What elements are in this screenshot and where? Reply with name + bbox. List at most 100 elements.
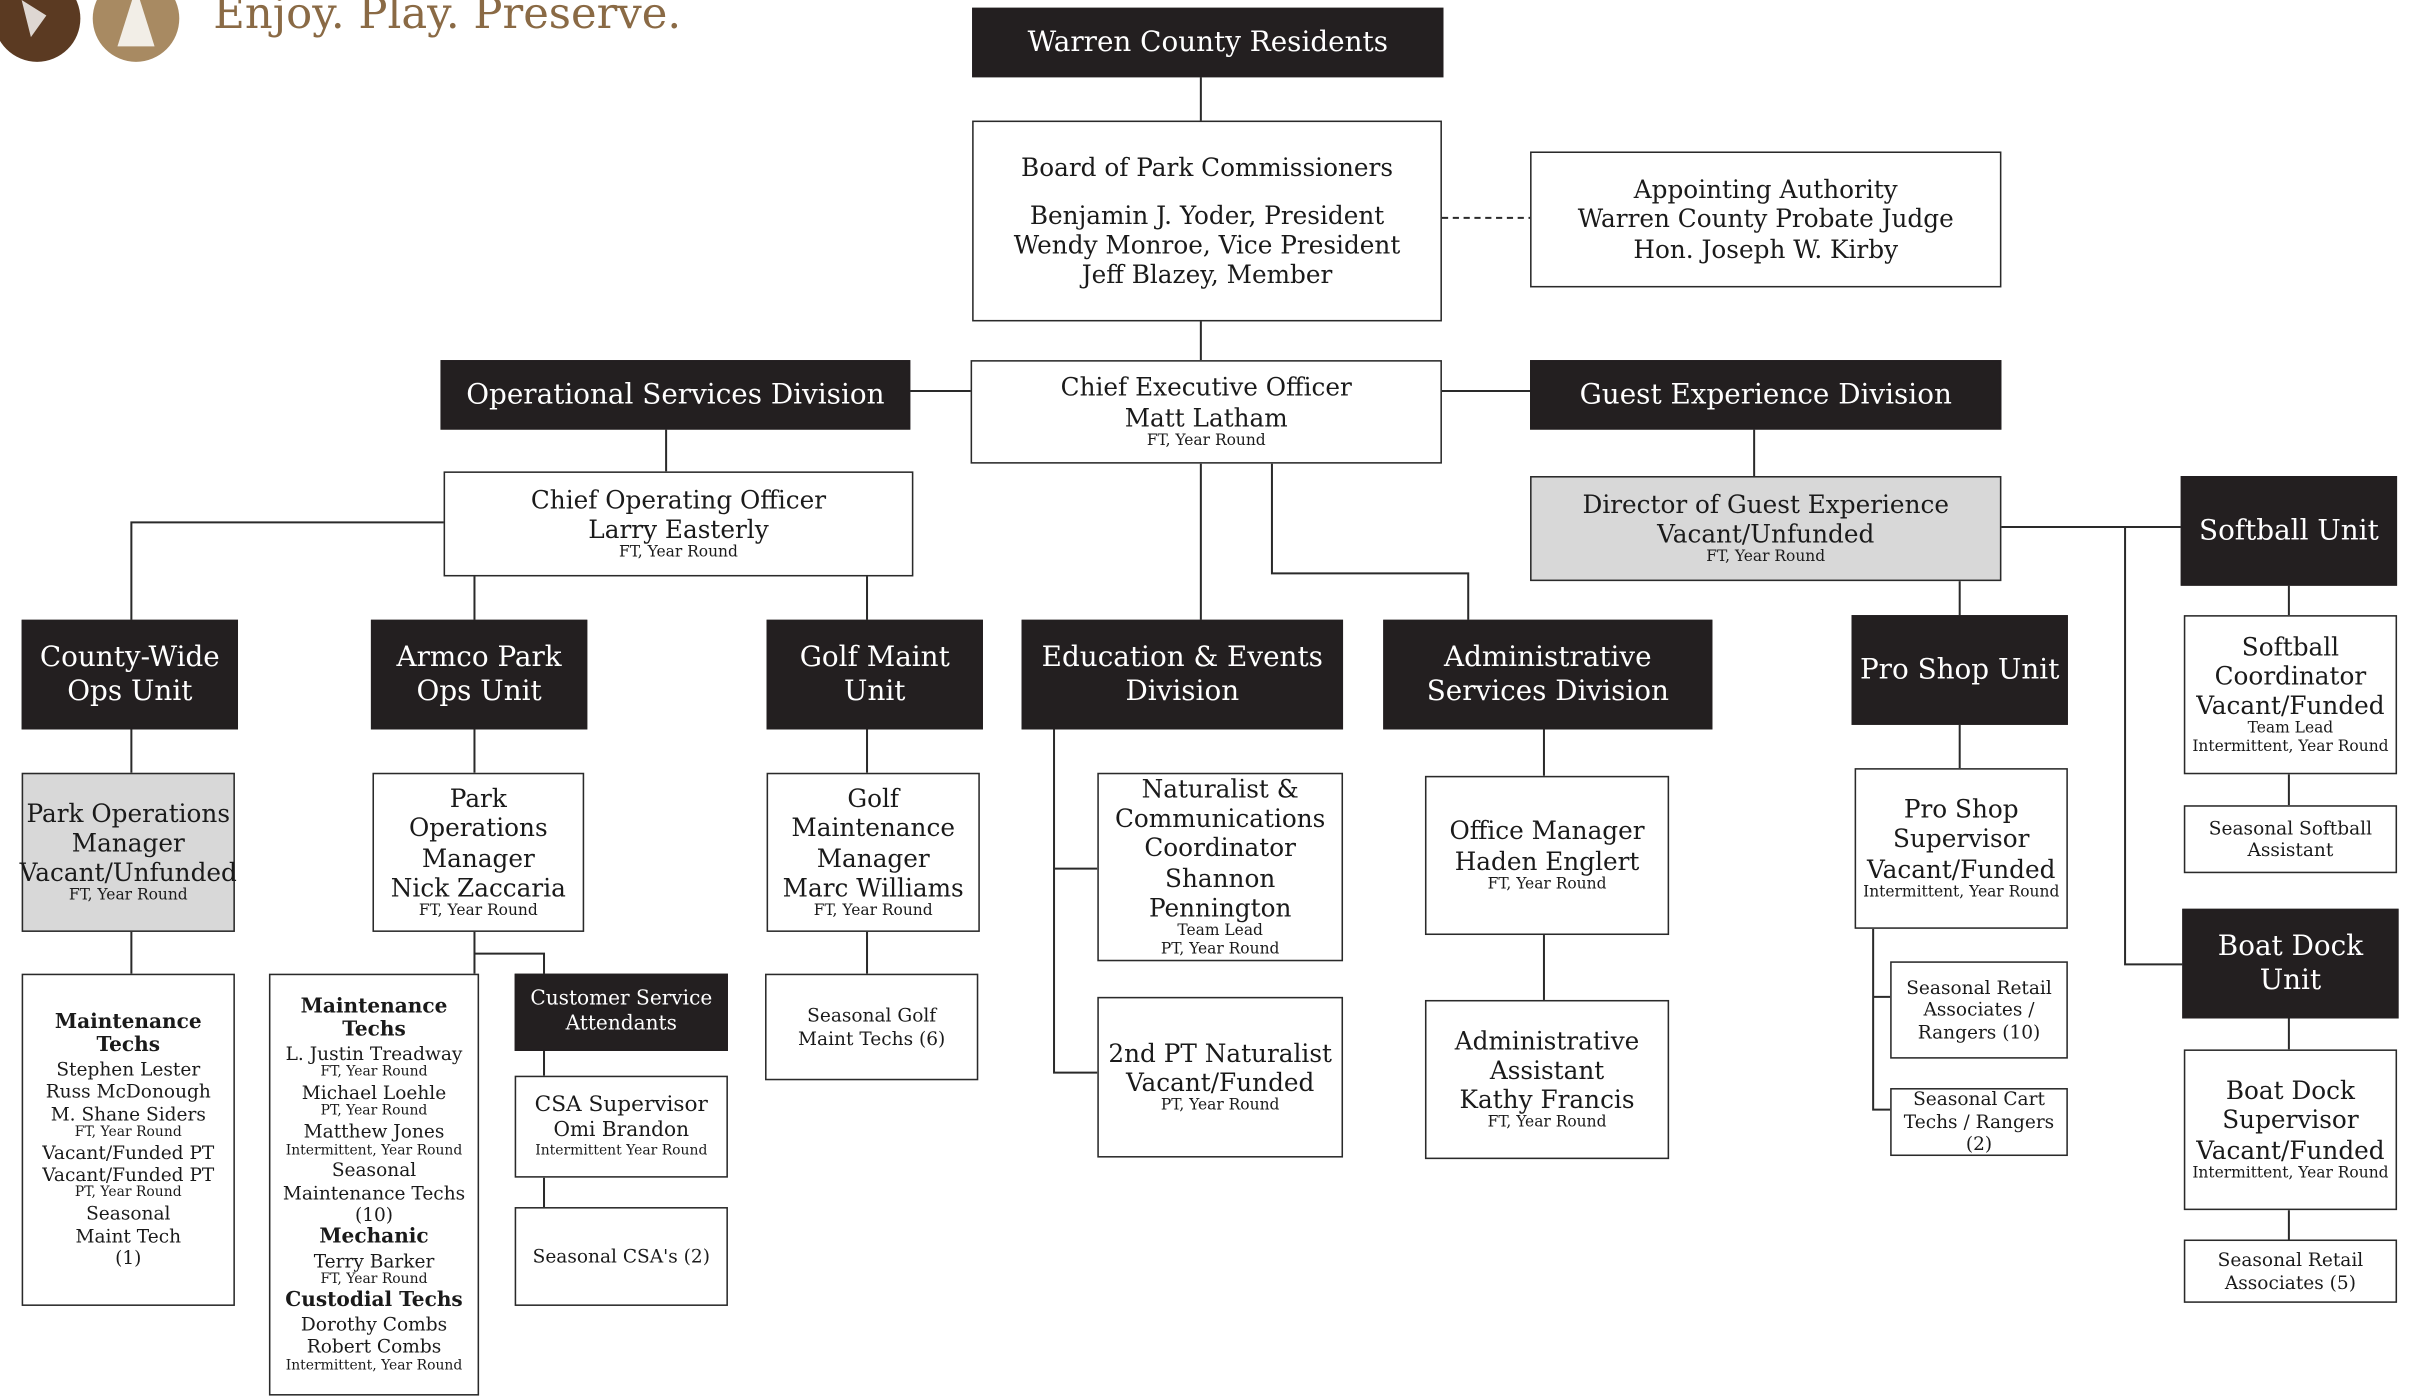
position-title: CSA Supervisor <box>534 1093 708 1119</box>
position-title: Administrative Assistant <box>1454 1025 1640 1085</box>
appointing-authority-box: Appointing Authority Warren County Proba… <box>1530 151 2002 288</box>
tagline: Enjoy. Play. Preserve. <box>213 0 682 39</box>
education-division-box: Education & Events Division <box>1021 619 1344 730</box>
ceo-title: Chief Executive Officer <box>1060 372 1352 403</box>
boat-dock-unit-box: Boat Dock Unit <box>2182 908 2399 1019</box>
seasonal-retail5-box: Seasonal Retail Associates (5) <box>2183 1239 2398 1303</box>
coo-status: FT, Year Round <box>619 544 738 562</box>
position-title: Office Manager <box>1449 816 1645 846</box>
boat-dock-unit-label: Boat Dock Unit <box>2217 930 2364 997</box>
ceo-name: Matt Latham <box>1124 402 1288 432</box>
seasonal-cart-label: Seasonal Cart Techs / Rangers (2) <box>1903 1088 2055 1155</box>
board-member: Jeff Blazey, Member <box>1081 259 1333 290</box>
seasonal-csa-box: Seasonal CSA's (2) <box>514 1207 728 1306</box>
tech-name: Matthew Jones <box>303 1120 445 1143</box>
tech-name: Russ McDonough <box>45 1080 211 1103</box>
board-box: Board of Park Commissioners Benjamin J. … <box>972 120 1442 322</box>
position-status: Intermittent, Year Round <box>1863 883 2060 901</box>
tech-status: Intermittent, Year Round <box>285 1357 463 1374</box>
dge-name: Vacant/Unfunded <box>1657 519 1875 549</box>
tech-name: Stephen Lester <box>56 1058 201 1080</box>
tech-name: Dorothy Combs <box>300 1313 448 1336</box>
position-name: Kathy Francis <box>1459 1085 1635 1115</box>
naturalist-box: Naturalist & Communications Coordinator … <box>1097 772 1344 962</box>
position-name: Vacant/Funded <box>2196 1135 2385 1165</box>
seasonal-retail-rangers-box: Seasonal Retail Associates / Rangers (10… <box>1890 961 2068 1059</box>
golf-unit-box: Golf Maint Unit <box>766 619 983 730</box>
board-title: Board of Park Commissioners <box>1021 152 1394 182</box>
csa-title: Customer Service Attendants <box>530 988 713 1036</box>
guest-division-label: Guest Experience Division <box>1579 378 1952 411</box>
pro-shop-unit-box: Pro Shop Unit <box>1851 615 2068 725</box>
ceo-status: FT, Year Round <box>1146 432 1266 450</box>
coo-title: Chief Operating Officer <box>530 484 827 515</box>
position-name: Vacant/Funded <box>1125 1067 1315 1098</box>
position-role: Team Lead <box>2247 720 2334 738</box>
armco-unit-box: Armco Park Ops Unit <box>370 619 588 730</box>
seasonal-golf-box: Seasonal Golf Maint Techs (6) <box>765 973 979 1081</box>
position-name: Shannon Pennington <box>1148 863 1292 923</box>
dge-status: FT, Year Round <box>1706 548 1826 566</box>
position-title: Boat Dock Supervisor <box>2222 1076 2359 1136</box>
dge-title: Director of Guest Experience <box>1582 489 1949 519</box>
appointing-line: Appointing Authority <box>1633 174 1898 205</box>
seasonal-softball-box: Seasonal Softball Assistant <box>2183 805 2398 874</box>
park-ops-manager-box: Park Operations Manager Nick Zaccaria FT… <box>372 772 585 932</box>
position-status: Intermittent Year Round <box>535 1143 708 1159</box>
position-title: Golf Maintenance Manager <box>791 783 955 873</box>
seasonal-softball-label: Seasonal Softball Assistant <box>2208 816 2373 861</box>
csa-supervisor-box: CSA Supervisor Omi Brandon Intermittent … <box>514 1075 728 1178</box>
county-wide-techs-box: Maintenance Techs Stephen Lester Russ Mc… <box>21 973 235 1306</box>
position-title: Softball Coordinator <box>2214 631 2367 691</box>
tech-name: M. Shane Siders <box>50 1102 206 1125</box>
position-name: Vacant/Unfunded <box>19 857 237 888</box>
mechanic-heading: Mechanic <box>319 1226 429 1250</box>
director-guest-box: Director of Guest Experience Vacant/Unfu… <box>1530 476 2002 582</box>
tech-status: FT, Year Round <box>320 1065 428 1081</box>
position-name: Vacant/Funded <box>1867 854 2056 884</box>
coo-name: Larry Easterly <box>588 514 769 545</box>
ceo-box: Chief Executive Officer Matt Latham FT, … <box>970 360 1442 464</box>
tech-name: Robert Combs <box>306 1335 442 1358</box>
residents-label: Warren County Residents <box>1027 25 1389 59</box>
seasonal-golf-label: Seasonal Golf Maint Techs (6) <box>798 1004 946 1049</box>
position-role: Team Lead <box>1177 922 1263 940</box>
tech-status: PT, Year Round <box>74 1186 182 1202</box>
tech-vacant: Vacant/Funded PT <box>42 1163 215 1186</box>
admin-division-box: Administrative Services Division <box>1383 619 1713 730</box>
board-member: Wendy Monroe, Vice President <box>1013 230 1401 260</box>
pro-shop-unit-label: Pro Shop Unit <box>1859 653 2060 686</box>
admin-assistant-box: Administrative Assistant Kathy Francis F… <box>1424 999 1670 1160</box>
position-name: Haden Englert <box>1454 846 1640 876</box>
csa-box: Customer Service Attendants <box>514 973 728 1051</box>
office-manager-box: Office Manager Haden Englert FT, Year Ro… <box>1424 775 1670 936</box>
county-wide-unit-box: County-Wide Ops Unit <box>21 619 239 730</box>
education-division-label: Education & Events Division <box>1041 641 1323 708</box>
tech-status: FT, Year Round <box>74 1124 182 1141</box>
coo-box: Chief Operating Officer Larry Easterly F… <box>443 471 914 577</box>
techs-heading: Maintenance Techs <box>300 994 448 1042</box>
custodial-heading: Custodial Techs <box>285 1289 463 1313</box>
position-status: FT, Year Round <box>1487 1114 1607 1132</box>
position-title: Pro Shop Supervisor <box>1893 794 2030 854</box>
position-status: FT, Year Round <box>1487 875 1607 893</box>
position-status: FT, Year Round <box>68 887 188 905</box>
residents-box: Warren County Residents <box>972 7 1444 78</box>
tech-seasonal: Seasonal Maint Tech (1) <box>75 1202 182 1269</box>
county-wide-unit-label: County-Wide Ops Unit <box>39 641 220 708</box>
tech-status: Intermittent, Year Round <box>285 1142 463 1159</box>
appointing-line: Hon. Joseph W. Kirby <box>1633 234 1899 264</box>
techs-heading: Maintenance Techs <box>54 1010 202 1058</box>
position-status: PT, Year Round <box>1160 941 1280 959</box>
naturalist2-box: 2nd PT Naturalist Vacant/Funded PT, Year… <box>1097 996 1344 1158</box>
position-name: Vacant/Funded <box>2196 690 2385 721</box>
golf-unit-label: Golf Maint Unit <box>799 641 950 708</box>
softball-unit-box: Softball Unit <box>2180 476 2398 586</box>
seasonal-csa-label: Seasonal CSA's (2) <box>532 1245 710 1267</box>
admin-division-label: Administrative Services Division <box>1426 641 1669 708</box>
board-member: Benjamin J. Yoder, President <box>1029 200 1385 230</box>
appointing-line: Warren County Probate Judge <box>1577 204 1954 234</box>
boat-supervisor-box: Boat Dock Supervisor Vacant/Funded Inter… <box>2183 1049 2398 1211</box>
tech-seasonal: Seasonal Maintenance Techs (10) <box>282 1159 466 1226</box>
